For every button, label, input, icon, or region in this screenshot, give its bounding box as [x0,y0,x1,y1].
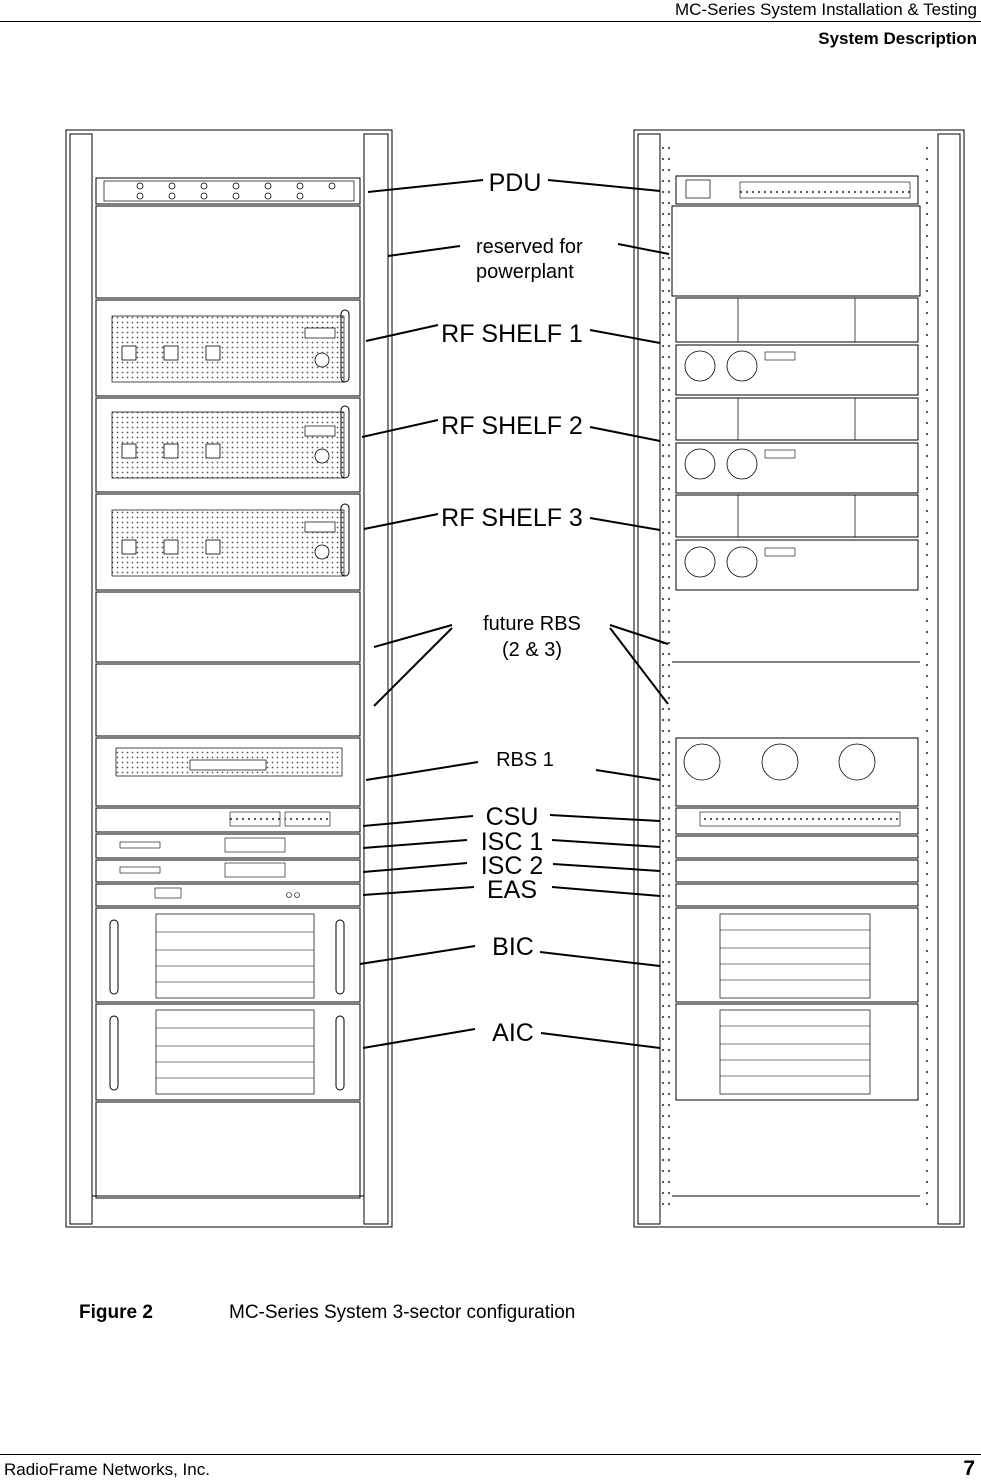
label-csu: CSU [486,803,539,831]
label-isc-1: ISC 1 [481,828,544,856]
figure-number: Figure 2 [79,1302,153,1323]
document-title: MC-Series System Installation & Testing [674,0,977,19]
section-title: System Description [818,29,977,48]
page-number: 7 [963,1457,975,1480]
callout-labels: PDU reserved for powerplant RF SHELF 1 R… [441,169,583,1047]
label-eas: EAS [487,876,537,904]
label-rf-shelf-2: RF SHELF 2 [441,412,583,440]
front-rack [65,129,393,1228]
label-rbs-1: RBS 1 [496,749,554,771]
label-reserved-line1: reserved for [476,236,583,258]
figure-caption: MC-Series System 3-sector configuration [229,1302,576,1323]
label-future-rbs-line2: (2 & 3) [502,639,562,661]
callout-lines [359,179,670,1049]
rear-rack [633,129,965,1228]
label-bic: BIC [492,933,534,961]
label-pdu: PDU [489,169,542,197]
label-isc-2: ISC 2 [481,852,544,880]
footer-rule [0,1454,981,1455]
rack-diagram: PDU reserved for powerplant RF SHELF 1 R… [65,129,965,1228]
label-reserved-line2: powerplant [476,261,574,283]
footer-company: RadioFrame Networks, Inc. [4,1460,210,1479]
label-rf-shelf-1: RF SHELF 1 [441,320,583,348]
label-future-rbs-line1: future RBS [483,613,581,635]
label-rf-shelf-3: RF SHELF 3 [441,504,583,532]
header-rule [0,21,981,22]
label-aic: AIC [492,1019,534,1047]
